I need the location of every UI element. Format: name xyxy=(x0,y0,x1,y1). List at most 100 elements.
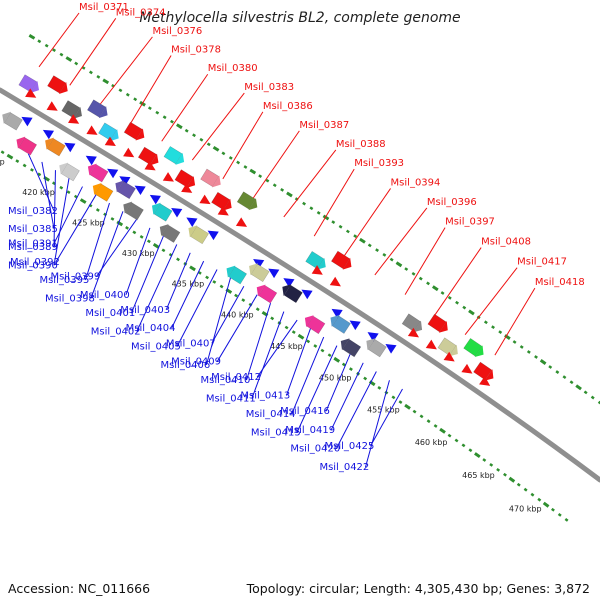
outer-track-dot xyxy=(170,119,174,124)
outer-track-dot xyxy=(74,61,79,66)
outer-track-dot xyxy=(512,340,517,344)
scale-tick-label: 460 kbp xyxy=(415,438,448,447)
reverse-strand-arrow xyxy=(283,278,295,288)
scale-tick-label: 465 kbp xyxy=(462,471,495,480)
reverse-gene xyxy=(2,111,23,131)
reverse-gene-label: Msil_0410 xyxy=(201,375,251,386)
forward-gene-head xyxy=(73,106,82,119)
forward-gene-head xyxy=(109,129,119,142)
reverse-gene-label: Msil_0416 xyxy=(280,406,330,417)
inner-track-dot xyxy=(30,168,34,172)
inner-track-dot xyxy=(426,419,431,424)
forward-gene-label: Msil_0378 xyxy=(171,45,221,56)
forward-label-leader xyxy=(344,188,391,256)
reverse-gene-head xyxy=(92,182,102,195)
inner-track-dot xyxy=(270,316,275,321)
reverse-gene-label: Msil_0391 xyxy=(8,239,58,250)
outer-track-dot xyxy=(265,178,270,183)
forward-strand-arrow xyxy=(25,88,37,98)
inner-track-dot xyxy=(197,271,202,275)
forward-strand-arrow xyxy=(68,114,80,124)
reverse-label-leader xyxy=(53,186,83,244)
forward-gene-labels: Msil_0371Msil_0374Msil_0376Msil_0378Msil… xyxy=(38,2,585,356)
reverse-gene xyxy=(115,180,136,200)
inner-track-dot xyxy=(297,333,305,340)
inner-track-dot xyxy=(0,150,5,155)
forward-gene-label: Msil_0388 xyxy=(336,139,386,150)
inner-track-dot xyxy=(523,487,528,492)
reverse-gene-head xyxy=(115,180,125,193)
forward-gene xyxy=(98,122,119,142)
inner-track-dot xyxy=(116,220,124,227)
outer-tick-track xyxy=(28,34,600,405)
forward-strand-arrow xyxy=(162,172,174,182)
forward-label-leader xyxy=(100,36,153,105)
scale-tick-label: 420 kbp xyxy=(22,188,55,197)
reverse-gene xyxy=(249,263,270,283)
reverse-strand-genes xyxy=(2,111,397,358)
outer-track-dot xyxy=(199,137,204,142)
inner-track-dot xyxy=(404,403,411,410)
forward-gene xyxy=(163,146,185,165)
forward-gene-label: Msil_0396 xyxy=(427,197,477,208)
outer-track-dot xyxy=(404,267,409,271)
reverse-gene-head xyxy=(159,224,169,237)
forward-label-leader xyxy=(313,168,355,237)
inner-track-dot xyxy=(333,356,341,363)
inner-track-dot xyxy=(255,307,260,312)
outer-track-dot xyxy=(426,281,430,286)
outer-track-dot xyxy=(440,291,445,295)
outer-track-dot xyxy=(52,48,56,52)
forward-gene-label: Msil_0394 xyxy=(391,177,441,188)
scale-tick-label: 430 kbp xyxy=(122,249,155,258)
forward-strand-arrow xyxy=(144,160,156,171)
forward-gene-head xyxy=(149,153,159,166)
outer-track-dot xyxy=(37,39,42,44)
reverse-gene xyxy=(59,162,80,182)
reverse-strand-arrow xyxy=(171,208,183,218)
reverse-gene-body xyxy=(331,315,351,334)
outer-track-dot xyxy=(65,56,73,62)
outer-track-dot xyxy=(258,174,263,179)
reverse-gene-label: Msil_0395 xyxy=(39,275,89,286)
reverse-gene-head xyxy=(226,265,236,278)
reverse-gene xyxy=(366,338,387,358)
outer-track-dot xyxy=(411,271,416,276)
inner-track-dot xyxy=(241,298,246,302)
reverse-strand-arrow xyxy=(119,176,131,186)
forward-gene-label: Msil_0387 xyxy=(299,120,349,131)
forward-gene xyxy=(87,99,108,119)
reverse-label-leader xyxy=(285,328,311,396)
outer-track-dot xyxy=(228,156,233,160)
forward-strand-arrow xyxy=(425,339,437,350)
inner-track-dot xyxy=(454,438,459,443)
forward-gene-label: Msil_0374 xyxy=(116,7,166,18)
reverse-label-leader xyxy=(251,311,285,399)
forward-gene-head xyxy=(211,175,221,188)
outer-track-dot xyxy=(562,375,567,380)
outer-track-dot xyxy=(367,243,372,248)
forward-label-leader xyxy=(404,227,446,295)
outer-track-dot xyxy=(345,229,350,234)
outer-track-dot xyxy=(81,66,86,70)
inner-track-dot xyxy=(419,414,424,419)
outer-track-dot xyxy=(162,115,167,120)
outer-track-dot xyxy=(555,370,560,374)
outer-track-dot xyxy=(155,110,160,115)
reverse-label-leader xyxy=(325,354,351,412)
inner-track-dot xyxy=(489,463,494,467)
forward-label-leader xyxy=(494,287,536,356)
inner-track-dot xyxy=(496,467,501,472)
reverse-gene-labels: Msil_0382Msil_0385Msil_0389Msil_0390Msil… xyxy=(8,153,403,473)
forward-gene-body xyxy=(61,100,81,119)
outer-track-dot xyxy=(389,257,394,262)
forward-gene xyxy=(236,191,258,211)
outer-track-dot xyxy=(212,145,220,152)
reverse-strand-arrow xyxy=(85,155,97,166)
outer-track-dot xyxy=(526,350,531,354)
reverse-strand-arrow xyxy=(134,185,146,196)
reverse-gene-label: Msil_0402 xyxy=(91,326,141,337)
reverse-gene xyxy=(282,284,303,304)
reverse-gene-label: Msil_0400 xyxy=(80,290,130,301)
